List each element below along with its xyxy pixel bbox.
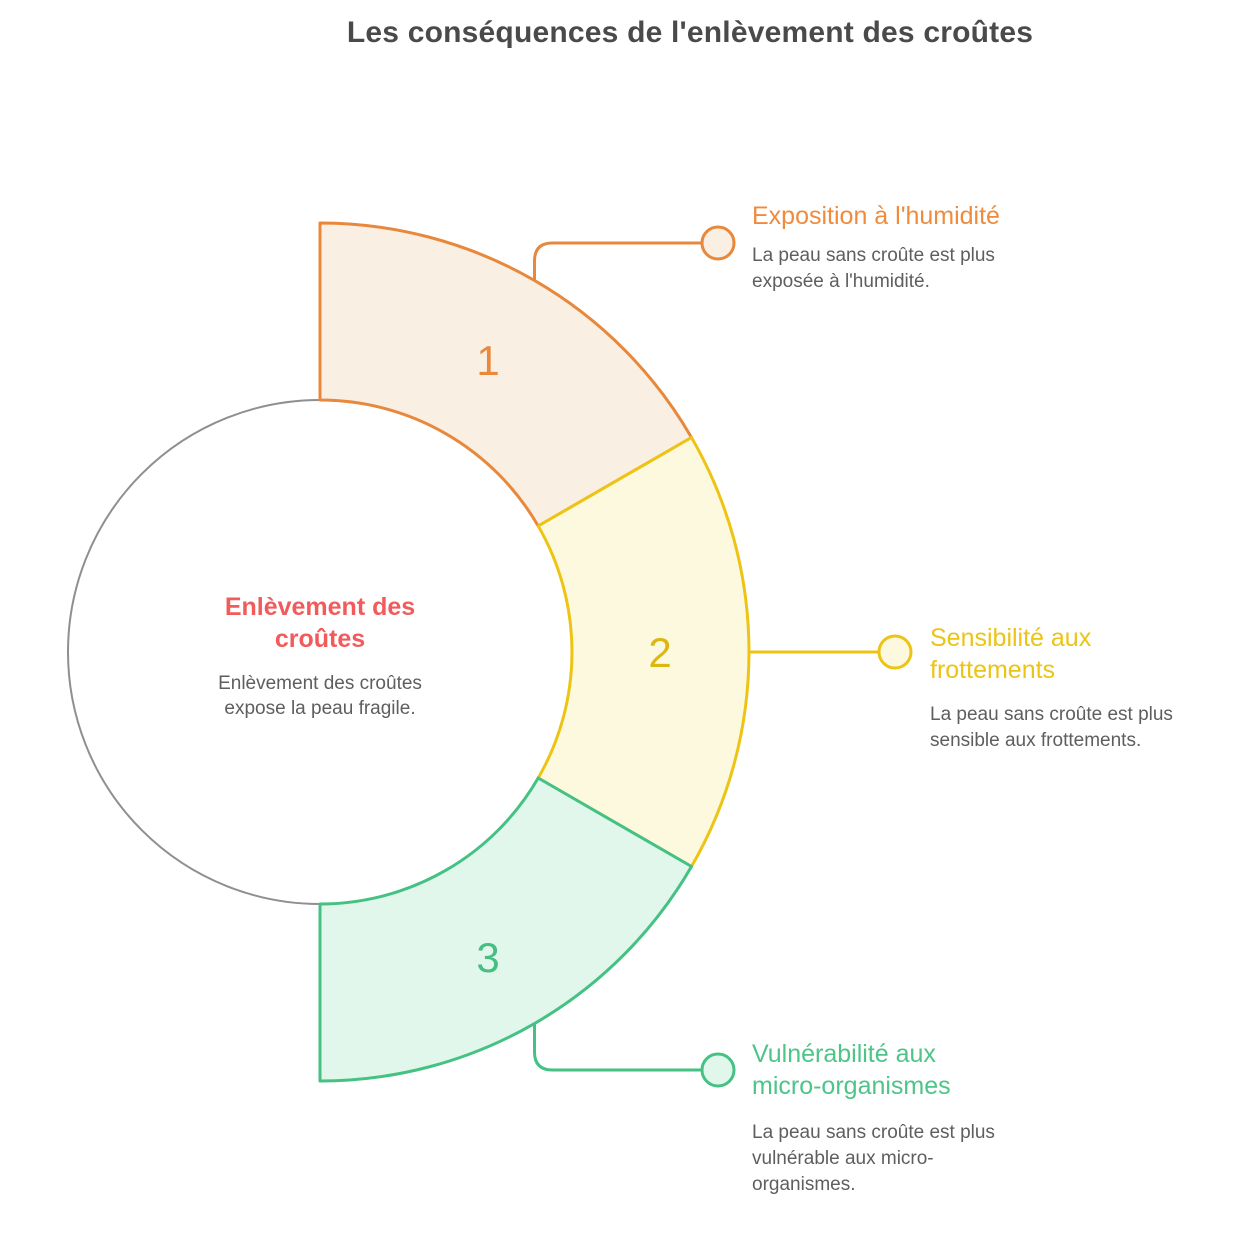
callout-1-description: La peau sans croûte est plus exposée à l…: [752, 243, 1000, 295]
callout-3-desc-line-2: vulnérable aux micro-: [752, 1148, 934, 1169]
center-desc-line-1: Enlèvement des croûtes: [218, 673, 422, 694]
callout-3-description: La peau sans croûte est plus vulnérable …: [752, 1120, 995, 1198]
segment-2-number: 2: [648, 629, 672, 676]
callout-2-heading-line-2: frottements: [930, 656, 1056, 684]
center-label-block: Enlèvement des croûtes Enlèvement des cr…: [170, 591, 470, 721]
callout-2-desc-line-2: sensible aux frottements.: [930, 730, 1142, 751]
center-desc-line-2: expose la peau fragile.: [224, 698, 416, 719]
callout-1-heading: Exposition à l'humidité: [752, 200, 1000, 232]
callout-1-heading-line-1: Exposition à l'humidité: [752, 202, 1000, 230]
callout-3-desc-line-3: organismes.: [752, 1174, 856, 1195]
center-heading-line-2: croûtes: [274, 625, 366, 653]
callout-1-desc-line-2: exposée à l'humidité.: [752, 271, 930, 292]
segment-1-number: 1: [476, 337, 500, 384]
callout-1: Exposition à l'humidité La peau sans cro…: [752, 200, 1000, 295]
callout-3-heading-line-1: Vulnérabilité aux: [752, 1040, 936, 1068]
connector-line-1: [533, 241, 702, 281]
callout-3-heading-line-2: micro-organismes: [752, 1072, 951, 1100]
center-description: Enlèvement des croûtes expose la peau fr…: [170, 671, 470, 721]
callout-2-description: La peau sans croûte est plus sensible au…: [930, 702, 1173, 754]
connector-dot-3: [700, 1052, 736, 1088]
page-title: Les conséquences de l'enlèvement des cro…: [346, 16, 1034, 49]
callout-3-desc-line-1: La peau sans croûte est plus: [752, 1122, 995, 1143]
connector-line-3: [533, 1023, 702, 1072]
segment-3-number: 3: [476, 934, 500, 981]
callout-2-desc-line-1: La peau sans croûte est plus: [930, 704, 1173, 725]
segment-1-arc: [318, 221, 693, 528]
segment-2-arc: [536, 436, 751, 868]
segment-3-arc: [318, 776, 693, 1083]
connector-dot-2: [877, 634, 913, 670]
callout-1-desc-line-1: La peau sans croûte est plus: [752, 245, 995, 266]
callout-3: Vulnérabilité aux micro-organismes La pe…: [752, 1038, 995, 1198]
callout-3-heading: Vulnérabilité aux micro-organismes: [752, 1038, 995, 1102]
callout-2-heading: Sensibilité aux frottements: [930, 622, 1173, 686]
connector-dot-1: [700, 225, 736, 261]
center-heading: Enlèvement des croûtes: [170, 591, 470, 655]
callout-2-heading-line-1: Sensibilité aux: [930, 624, 1092, 652]
center-heading-line-1: Enlèvement des: [224, 593, 416, 621]
callout-2: Sensibilité aux frottements La peau sans…: [930, 622, 1173, 754]
